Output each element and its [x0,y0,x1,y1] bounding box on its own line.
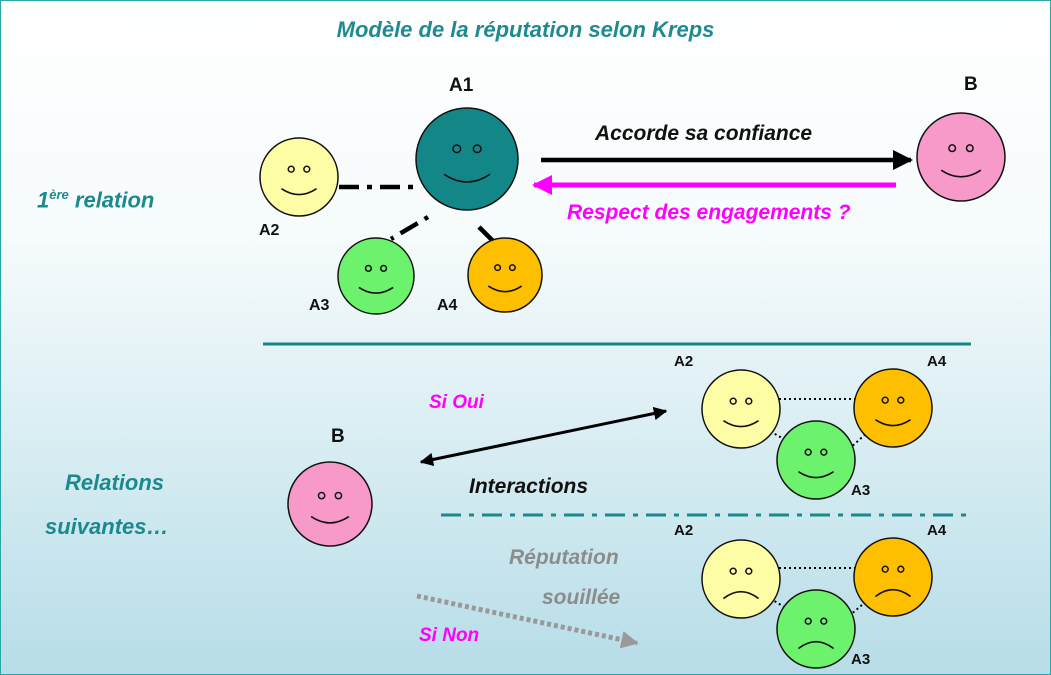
label-oui-a4: A4 [927,353,947,370]
link-a1-a4 [477,225,495,243]
face-non-a3 [776,589,856,669]
face-oui-a3 [776,420,856,500]
respect-label: Respect des engagements ? [567,201,851,224]
first-relation-number: 1 [37,187,50,213]
first-relation-text: relation [68,187,155,213]
face-oui-a2 [701,369,781,449]
face-a4 [467,237,543,313]
first-relation-label: 1ère relation [37,187,154,213]
face-non-a4 [853,537,933,617]
link-a1-a3 [389,215,430,241]
label-a3: A3 [309,297,330,314]
diagram-title: Modèle de la réputation selon Kreps [336,17,715,42]
first-relation-superscript: ère [49,187,69,202]
interactions-arrow [419,406,668,467]
label-oui-a2: A2 [674,353,694,370]
label-b-bottom: B [331,426,345,447]
following-relations-line2: suivantes… [45,514,169,539]
label-non-a3: A3 [851,651,871,668]
si-oui-label: Si Oui [429,392,484,413]
si-non-arrow [416,593,639,649]
face-b-top [916,112,1006,202]
face-a3 [337,237,415,315]
trust-label: Accorde sa confiance [595,122,813,145]
face-a2 [259,137,339,217]
label-oui-a3: A3 [851,482,871,499]
reputation-label-line2: souillée [542,586,621,609]
face-b-bottom [287,461,373,547]
label-non-a4: A4 [927,522,947,539]
si-non-label: Si Non [419,625,480,646]
label-a4: A4 [437,297,458,314]
face-non-a2 [701,539,781,619]
label-a1: A1 [449,75,474,96]
reputation-label-line1: Réputation [509,546,619,569]
face-a1 [415,107,519,211]
label-non-a2: A2 [674,522,694,539]
label-a2: A2 [259,222,280,239]
interactions-label: Interactions [469,475,589,498]
following-relations-line1: Relations [65,470,165,495]
face-oui-a4 [853,368,933,448]
label-b-top: B [964,74,978,95]
